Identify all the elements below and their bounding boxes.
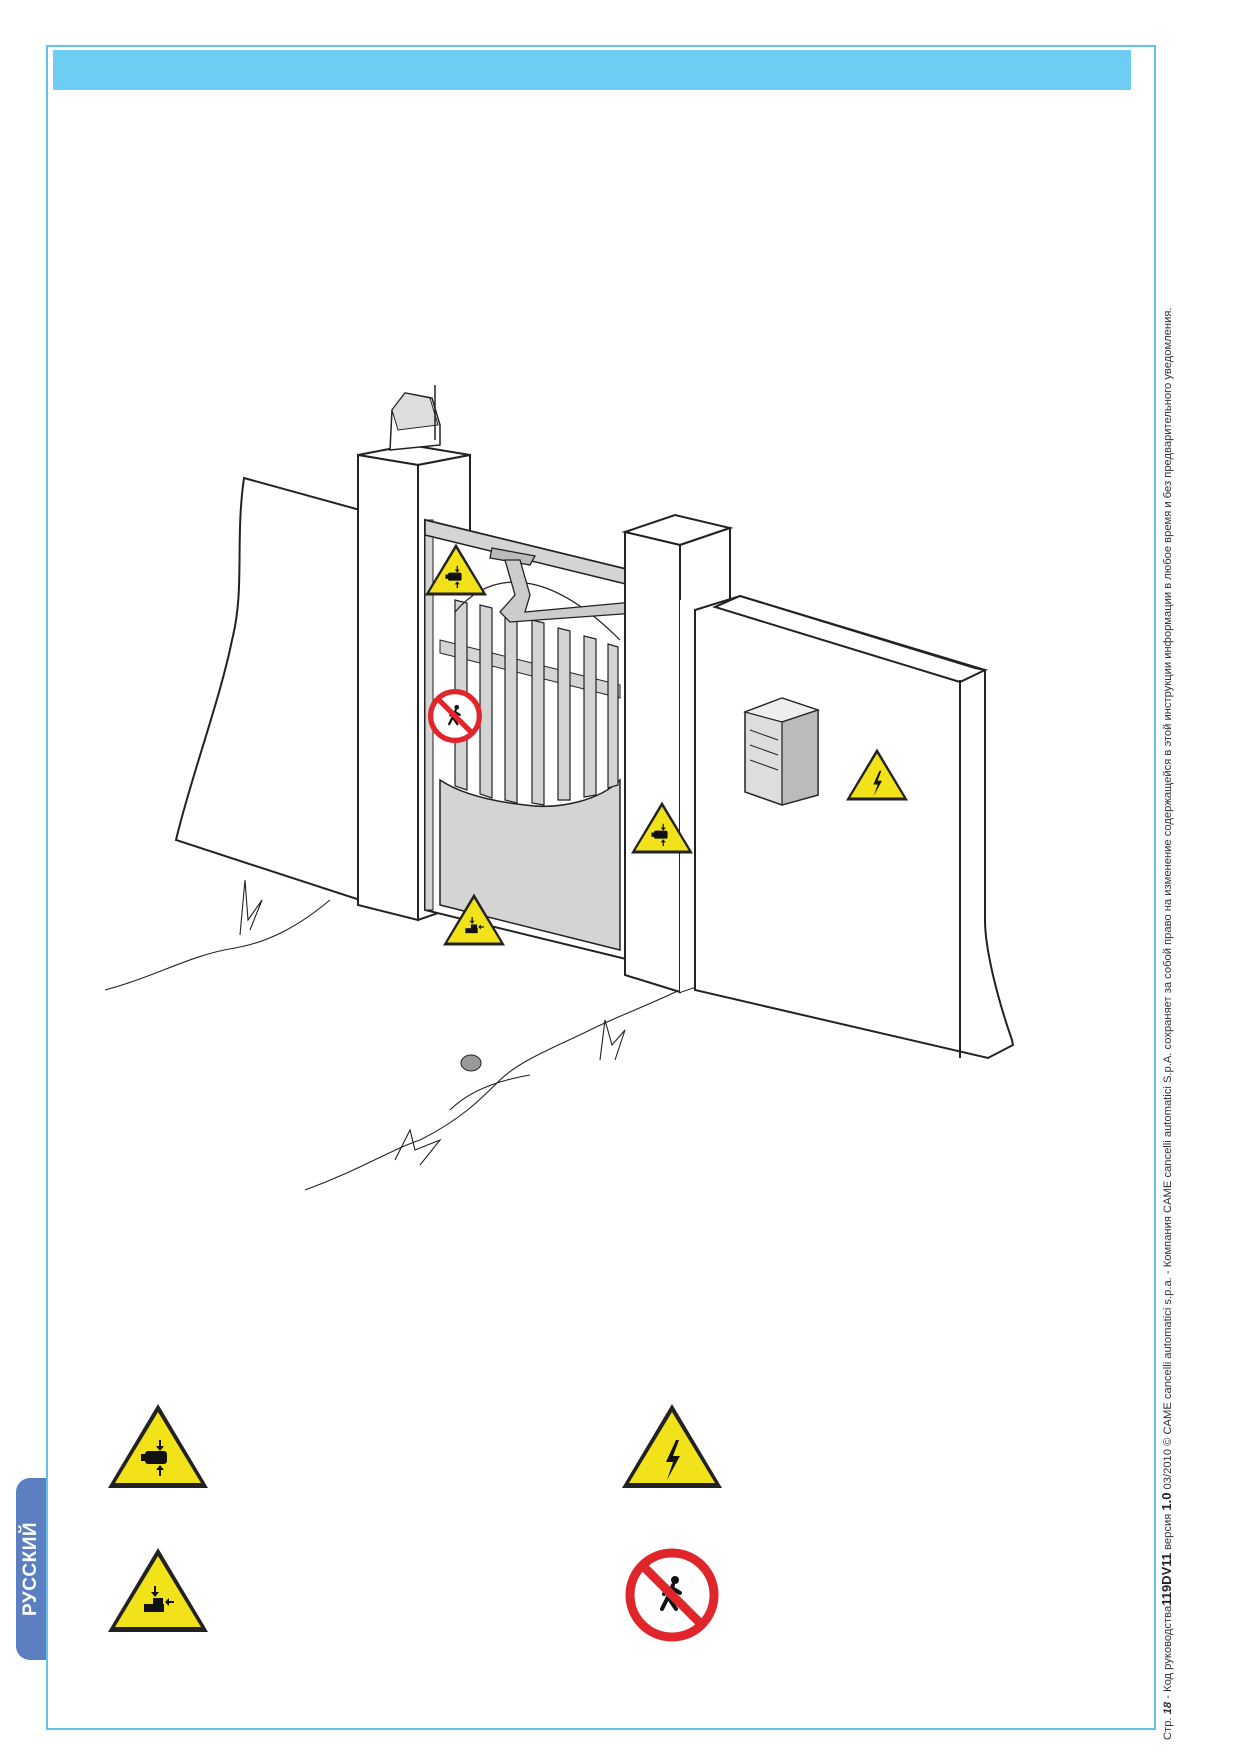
legend-foot-crush-warning-icon <box>108 1548 208 1632</box>
footer-legal-text: Стр. 18 - Код руководства119DV11 версия … <box>1159 20 1175 1741</box>
electric-shock-warning-icon <box>846 748 908 801</box>
stone <box>460 1054 482 1072</box>
hand-crush-warning-icon <box>631 801 693 854</box>
no-pedestrian-transit-icon <box>428 689 482 743</box>
ground-lines <box>104 879 691 1191</box>
copyright-notice: 03/2010 © CAME cancelli automatici s.p.a… <box>1162 307 1174 1493</box>
page-frame <box>46 45 1156 1730</box>
page-number: 18 <box>1162 1701 1174 1715</box>
version-label: версия <box>1162 1510 1174 1554</box>
legend-hand-crush-warning-icon <box>108 1404 208 1488</box>
legend-no-pedestrian-transit-icon <box>625 1548 719 1642</box>
manual-code: 119DV11 <box>1159 1553 1174 1606</box>
control-box <box>743 697 820 806</box>
left-wall <box>174 476 361 902</box>
header-bar <box>53 50 1131 90</box>
hand-crush-warning-icon <box>425 543 487 596</box>
code-label: - Код руководства <box>1162 1605 1174 1702</box>
flashing-lamp <box>389 385 441 451</box>
legend-electric-shock-warning-icon <box>622 1404 722 1488</box>
page-prefix: Стр. <box>1162 1717 1174 1740</box>
foot-crush-warning-icon <box>443 893 505 946</box>
language-tab <box>16 1478 46 1660</box>
version-number: 1.0 <box>1159 1492 1174 1511</box>
language-label: РУССКИЙ <box>20 1521 41 1617</box>
